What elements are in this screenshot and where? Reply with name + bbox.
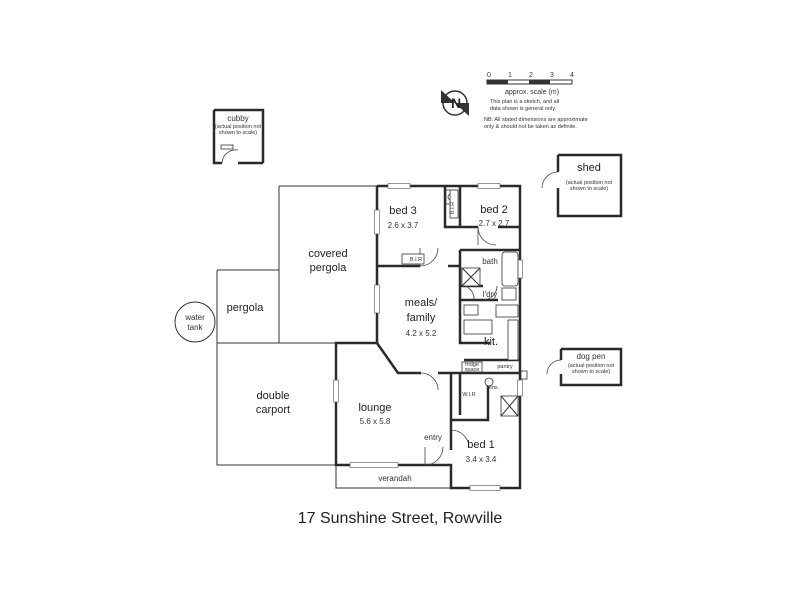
room-dims-meals: 4.2 x 5.2 [406,329,437,338]
label-bir-bed3: B.I.R [410,257,422,263]
scale-note: This plan is a sketch, and all [490,99,559,105]
outdoor-areas [216,185,451,489]
shed-note: (actual position not [566,180,613,186]
compass-letter: N [451,95,461,111]
label-pantry: pantry [497,364,513,370]
water-tank-label: tank [187,323,203,332]
cubby-note: shown to scale) [219,130,257,136]
bir-bed3 [401,253,425,265]
scale-tick: 1 [508,72,512,79]
room-label-entry: entry [424,433,442,442]
covered-pergola-label: covered [308,248,347,260]
room-label-family: family [407,312,436,324]
shed-label: shed [577,162,601,174]
room-label-bed3: bed 3 [389,205,417,217]
shed-note: shown to scale) [570,186,608,192]
ensuite-toilet-icon [484,377,494,387]
room-dims-lounge: 5.6 x 5.8 [360,417,391,426]
room-dims-bed2: 2.7 x 2.7 [479,219,510,228]
room-label-meals: meals/ [405,297,438,309]
covered-pergola-label: pergola [310,262,348,274]
label-bir-bed2: B.I.R [450,202,456,214]
shed: shed (actual position not shown to scale… [541,153,623,218]
room-label-lounge: lounge [358,402,391,414]
cubby-note: (actual position not [215,124,262,130]
fixtures [401,189,528,417]
pergola-label: pergola [227,302,265,314]
scale-note: data shown is general only. [490,106,557,112]
bir-bed2 [449,189,459,219]
verandah-label: verandah [378,474,411,483]
scale-tick: 2 [529,72,533,79]
cubby-label: cubby [227,114,248,123]
dog-pen: dog pen (actual position not shown to sc… [546,347,623,387]
water-tank-label: water [184,313,205,322]
scale-bar: 0 1 2 3 4 approx. scale (m) This plan is… [484,72,588,130]
scale-note: only & should not be taken as definite. [484,124,577,130]
cooktop-icon [463,319,493,335]
label-fridge: fridge [465,362,479,368]
scale-tick: 3 [550,72,554,79]
fridge-space [461,361,483,373]
scale-label: approx. scale (m) [505,89,559,96]
scale-tick: 4 [570,72,574,79]
kitchen-bench [507,319,519,361]
room-label-kitchen: kit. [484,336,498,348]
room-label-bed1: bed 1 [467,439,495,451]
sink-icon [495,304,519,318]
oven-icon [463,304,479,316]
dogpen-note: shown to scale) [572,369,610,375]
room-label-laundry: l'dry [483,290,497,299]
scale-note: NB: All stated dimensions are approximat… [484,117,588,123]
house-walls [334,184,522,490]
water-tank: water tank [174,301,216,343]
room-label-ensuite: ens. [489,385,500,391]
room-dims-bed1: 3.4 x 3.4 [466,455,497,464]
dogpen-note: (actual position not [568,363,615,369]
label-fridge: space [465,367,480,373]
label-wir: W.I.R [462,392,475,398]
room-label-bath: bath [482,257,498,266]
north-compass-icon: N [441,90,469,116]
room-label-bed2: bed 2 [480,204,508,216]
dogpen-label: dog pen [577,352,606,361]
doors [419,226,498,466]
scale-tick: 0 [487,72,491,79]
cubby: cubby (actual position not shown to scal… [212,108,265,165]
room-dims-bed3: 2.6 x 3.7 [388,221,419,230]
double-carport-label: carport [256,404,290,416]
windows [333,183,523,491]
bathtub-icon [501,251,519,287]
double-carport-label: double [256,390,289,402]
laundry-tub-icon [501,287,517,301]
property-address: 17 Sunshine Street, Rowville [297,510,503,527]
